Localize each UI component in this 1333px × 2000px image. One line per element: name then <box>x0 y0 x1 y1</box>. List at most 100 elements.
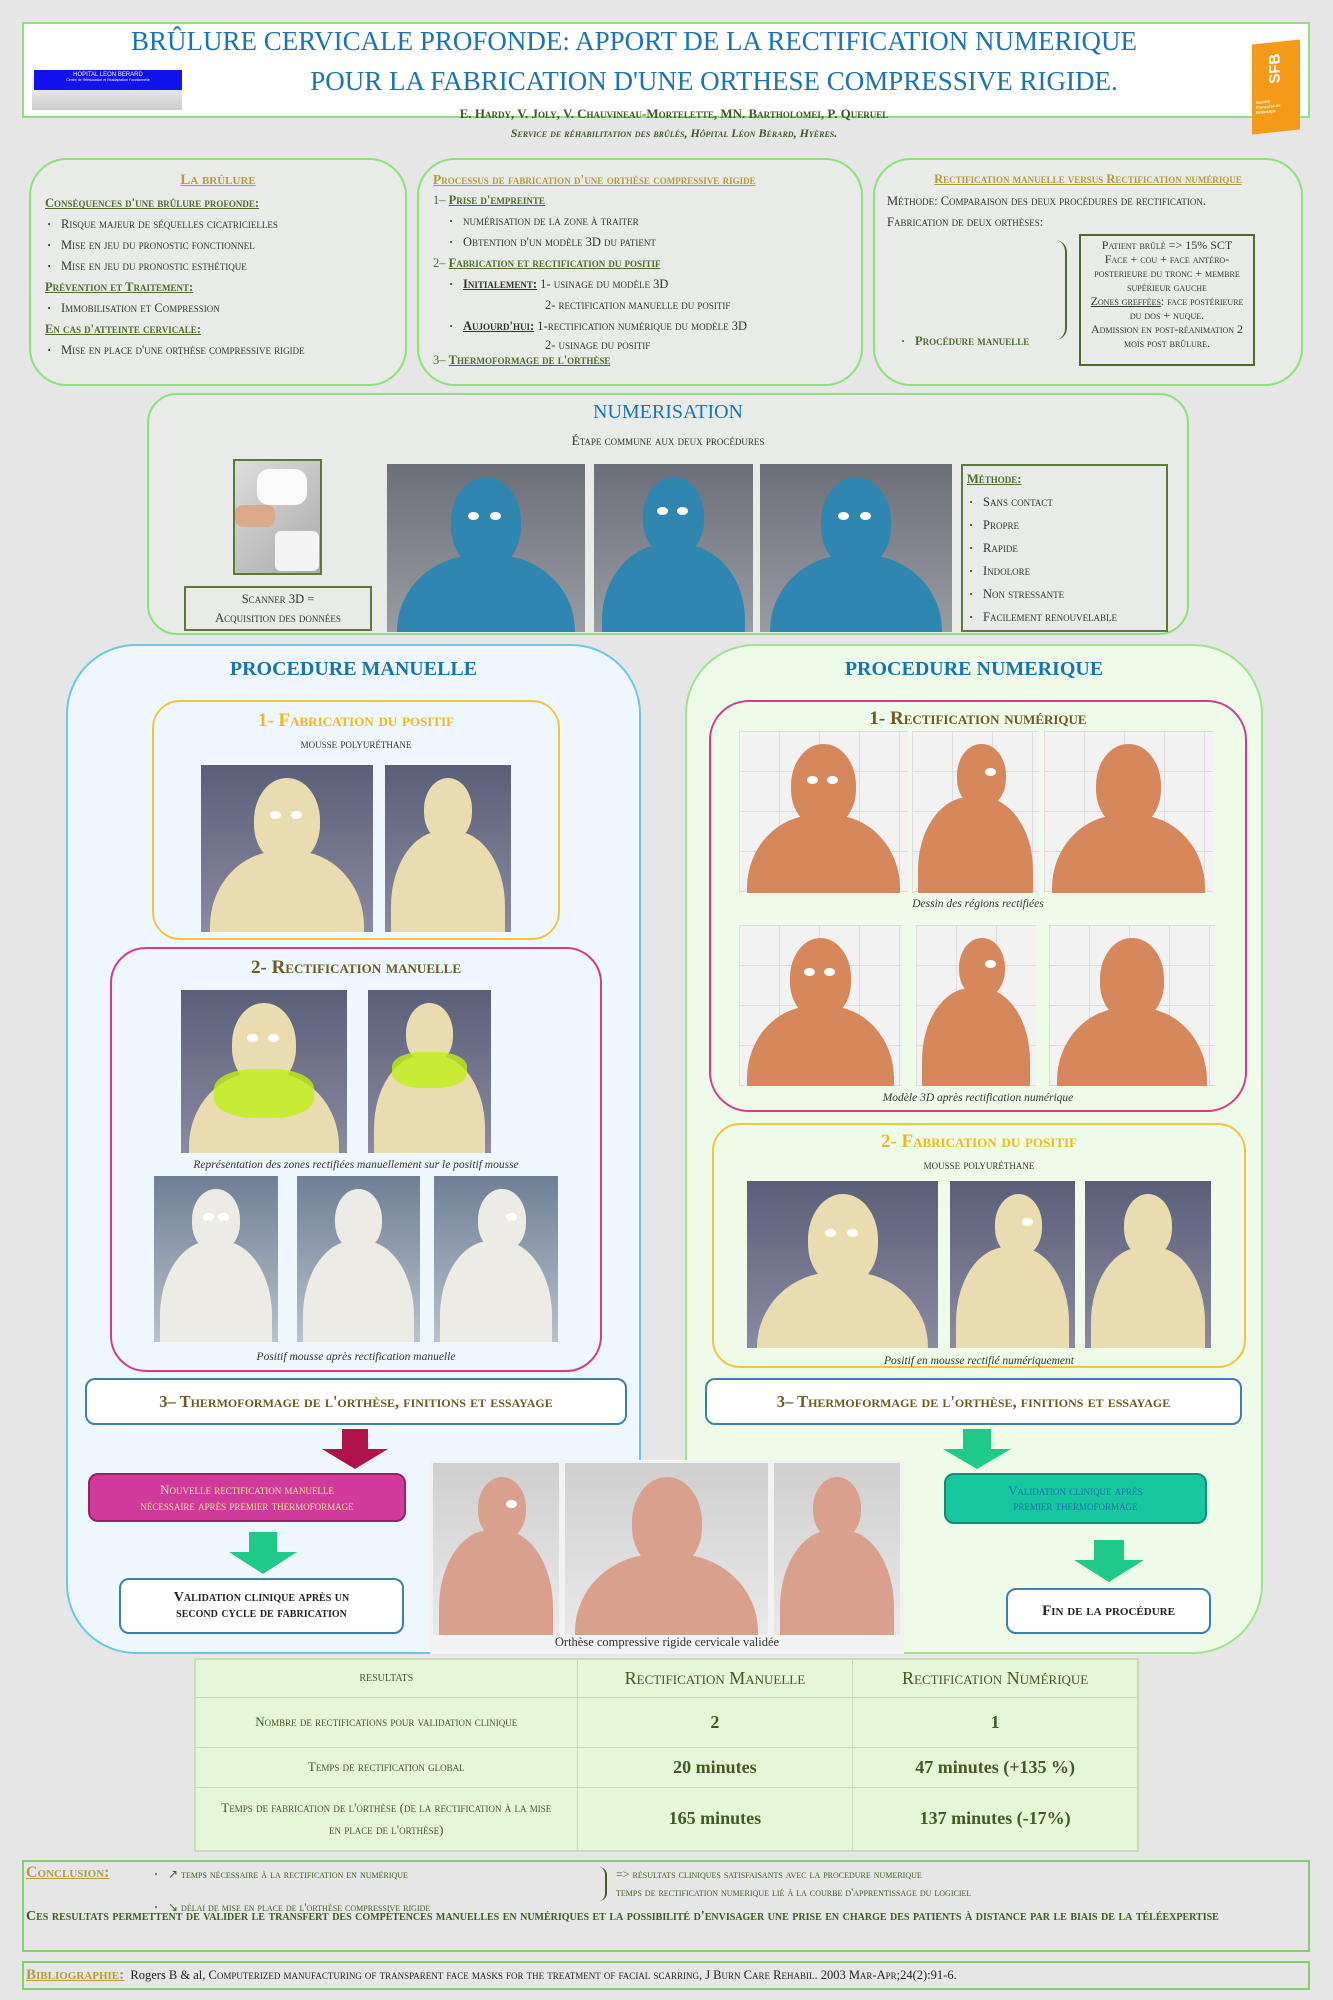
logo-subtext: Centre de Rééducation et Réadaptation Fo… <box>66 78 150 82</box>
eye-mask <box>806 775 818 784</box>
results-table: resultats Rectification Manuelle Rectifi… <box>194 1658 1139 1852</box>
bust-head <box>1096 743 1161 828</box>
orthese-photos: Orthèse compressive rigide cervicale val… <box>430 1460 904 1654</box>
bust-shoulders <box>1091 1247 1205 1348</box>
validation-line2: premier thermoformage <box>1013 1498 1138 1513</box>
patient-box: Patient brûlé => 15% SCT Face + cou + fa… <box>1079 234 1255 366</box>
header-resultats: resultats <box>194 1658 578 1698</box>
fin-procedure-box: Fin de la procédure <box>1006 1588 1211 1634</box>
section-procedure-numerique: PROCEDURE NUMERIQUE 1- Rectification num… <box>685 644 1263 1654</box>
arrow-down-red-icon <box>322 1429 388 1469</box>
eye-mask <box>985 767 997 776</box>
list-item: Obtention d'un modèle 3D du patient <box>447 232 847 253</box>
bust-shoulders <box>918 797 1033 893</box>
zones-text: : face postérieure du dos + nuque. <box>1129 294 1244 322</box>
bust-shoulders <box>747 1006 894 1086</box>
arrow-down-green-icon <box>1074 1540 1144 1582</box>
section-title: PROCEDURE NUMERIQUE <box>844 658 1104 680</box>
row-manuelle: 2 <box>576 1696 854 1748</box>
step-title: 2- Rectification manuelle <box>251 957 461 978</box>
conclusion-result-2: temps de rectification numerique lié à l… <box>616 1885 972 1899</box>
bust-head <box>631 1476 702 1568</box>
model-front-rectified-image <box>739 925 902 1086</box>
caption: Dessin des régions rectifiées <box>912 898 1044 910</box>
row-numerique: 1 <box>852 1696 1139 1748</box>
scanner-photo <box>233 459 322 575</box>
step-title: 2- Fabrication du positif <box>880 1131 1078 1152</box>
bust-head <box>994 1194 1043 1257</box>
numeric-foam-side-image <box>950 1181 1075 1348</box>
eye-mask <box>247 1034 259 1043</box>
orthese-front-photo <box>565 1463 768 1635</box>
row-manuelle: 20 minutes <box>576 1746 854 1788</box>
scan-three-quarter-image <box>760 464 952 632</box>
eye-mask <box>468 512 479 521</box>
arrow-down-green-icon <box>943 1429 1011 1469</box>
eye-mask <box>985 960 997 969</box>
brace-icon <box>599 1867 607 1901</box>
step-number: 1– <box>433 193 449 207</box>
initial-label: Initialement: <box>463 277 538 291</box>
numerique-step1-box: 1- Rectification numérique Dessin des ré… <box>709 700 1247 1112</box>
cervical-heading: En cas d'atteinte cervicale: <box>45 322 201 336</box>
list-item: Propre <box>967 514 1162 537</box>
eye-mask <box>490 512 502 521</box>
poster-title-line1: BRÛLURE CERVICALE PROFONDE: APPORT DE LA… <box>130 26 1138 56</box>
step3-heading: Thermoformage de l'orthèse <box>448 353 611 367</box>
eye-mask <box>1022 1217 1034 1226</box>
eye-mask <box>676 507 688 516</box>
section-subtitle: Étape commune aux deux procédures <box>571 433 765 448</box>
patient-line3: Admission en post-réanimation 2 mois pos… <box>1090 322 1244 350</box>
model-side-rectified-image <box>916 925 1036 1086</box>
eye-mask <box>838 512 849 521</box>
validation-line2: second cycle de fabrication <box>176 1606 347 1621</box>
bibliographie-text: Computerized manufacturing of transparen… <box>208 1968 957 1982</box>
orthese-side-photo <box>433 1463 559 1635</box>
section-conclusion: Conclusion: ↗ temps nécessaire à la rect… <box>22 1860 1310 1952</box>
caption: Représentation des zones rectifiées manu… <box>193 1159 519 1171</box>
eye-mask <box>827 775 839 784</box>
logo-sfb: SFB Société Française de Brûlologie <box>1252 39 1300 135</box>
list-item: Facilement renouvelable <box>967 606 1162 629</box>
eye-mask <box>267 1034 279 1043</box>
numerique-step3-box: 3– Thermoformage de l'orthèse, finitions… <box>705 1378 1242 1425</box>
model-side-regions-image <box>912 731 1039 893</box>
list-item: Rapide <box>967 537 1162 560</box>
list-item: Mise en jeu du pronostic fonctionnel <box>45 235 391 256</box>
authors: E. Hardy, V. Joly, V. Chauvineau-Mortele… <box>459 106 889 121</box>
rectified-foam-side-image <box>434 1176 558 1342</box>
numerique-step2-box: 2- Fabrication du positif mousse polyuré… <box>712 1123 1246 1368</box>
bust-head <box>478 1189 526 1251</box>
initial-1: 1- usinage du modèle 3D <box>540 277 669 291</box>
affiliation: Service de réhabilitation des brûlés, Hô… <box>510 126 838 140</box>
orthese-caption: Orthèse compressive rigide cervicale val… <box>554 1635 780 1649</box>
eye-mask <box>824 1228 836 1237</box>
bust-shoulders <box>439 1529 553 1635</box>
step-subtitle: mousse polyuréthane <box>923 1157 1035 1172</box>
manuelle-step1-box: 1- Fabrication du positif mousse polyuré… <box>152 700 560 940</box>
step2-heading: Fabrication et rectification du positif <box>448 256 661 270</box>
model-back-regions-image <box>1044 731 1213 893</box>
conclusion-statement: Ces resultats permettent de valider le t… <box>26 1909 1219 1924</box>
table-row: Temps de rectification global 20 minutes… <box>194 1746 1139 1788</box>
model-back-rectified-image <box>1049 925 1215 1086</box>
list-item: Initialement: 1- usinage du modèle 3D <box>447 274 847 295</box>
eye-mask <box>269 810 281 819</box>
bust-shoulders <box>922 988 1030 1086</box>
section-title: PROCEDURE MANUELLE <box>229 658 478 680</box>
eye-mask <box>823 968 835 977</box>
bust-shoulders <box>601 544 746 632</box>
today-1: 1-rectification numérique du modèle 3D <box>537 319 747 333</box>
section-title: NUMERISATION <box>593 401 743 423</box>
eye-mask <box>505 1500 517 1509</box>
table-row: Temps de fabrication de l'orthèse (de la… <box>194 1786 1139 1852</box>
eye-mask <box>860 512 872 521</box>
row-label: Temps de rectification global <box>194 1746 578 1788</box>
bust-shoulders <box>956 1246 1069 1348</box>
scanner-label-1: Scanner 3D = <box>241 592 315 606</box>
bust-shoulders <box>391 831 505 932</box>
bust-head <box>957 743 1006 807</box>
list-item: Indolore <box>967 560 1162 583</box>
eye-mask <box>505 1212 517 1221</box>
bust-head <box>451 477 521 569</box>
